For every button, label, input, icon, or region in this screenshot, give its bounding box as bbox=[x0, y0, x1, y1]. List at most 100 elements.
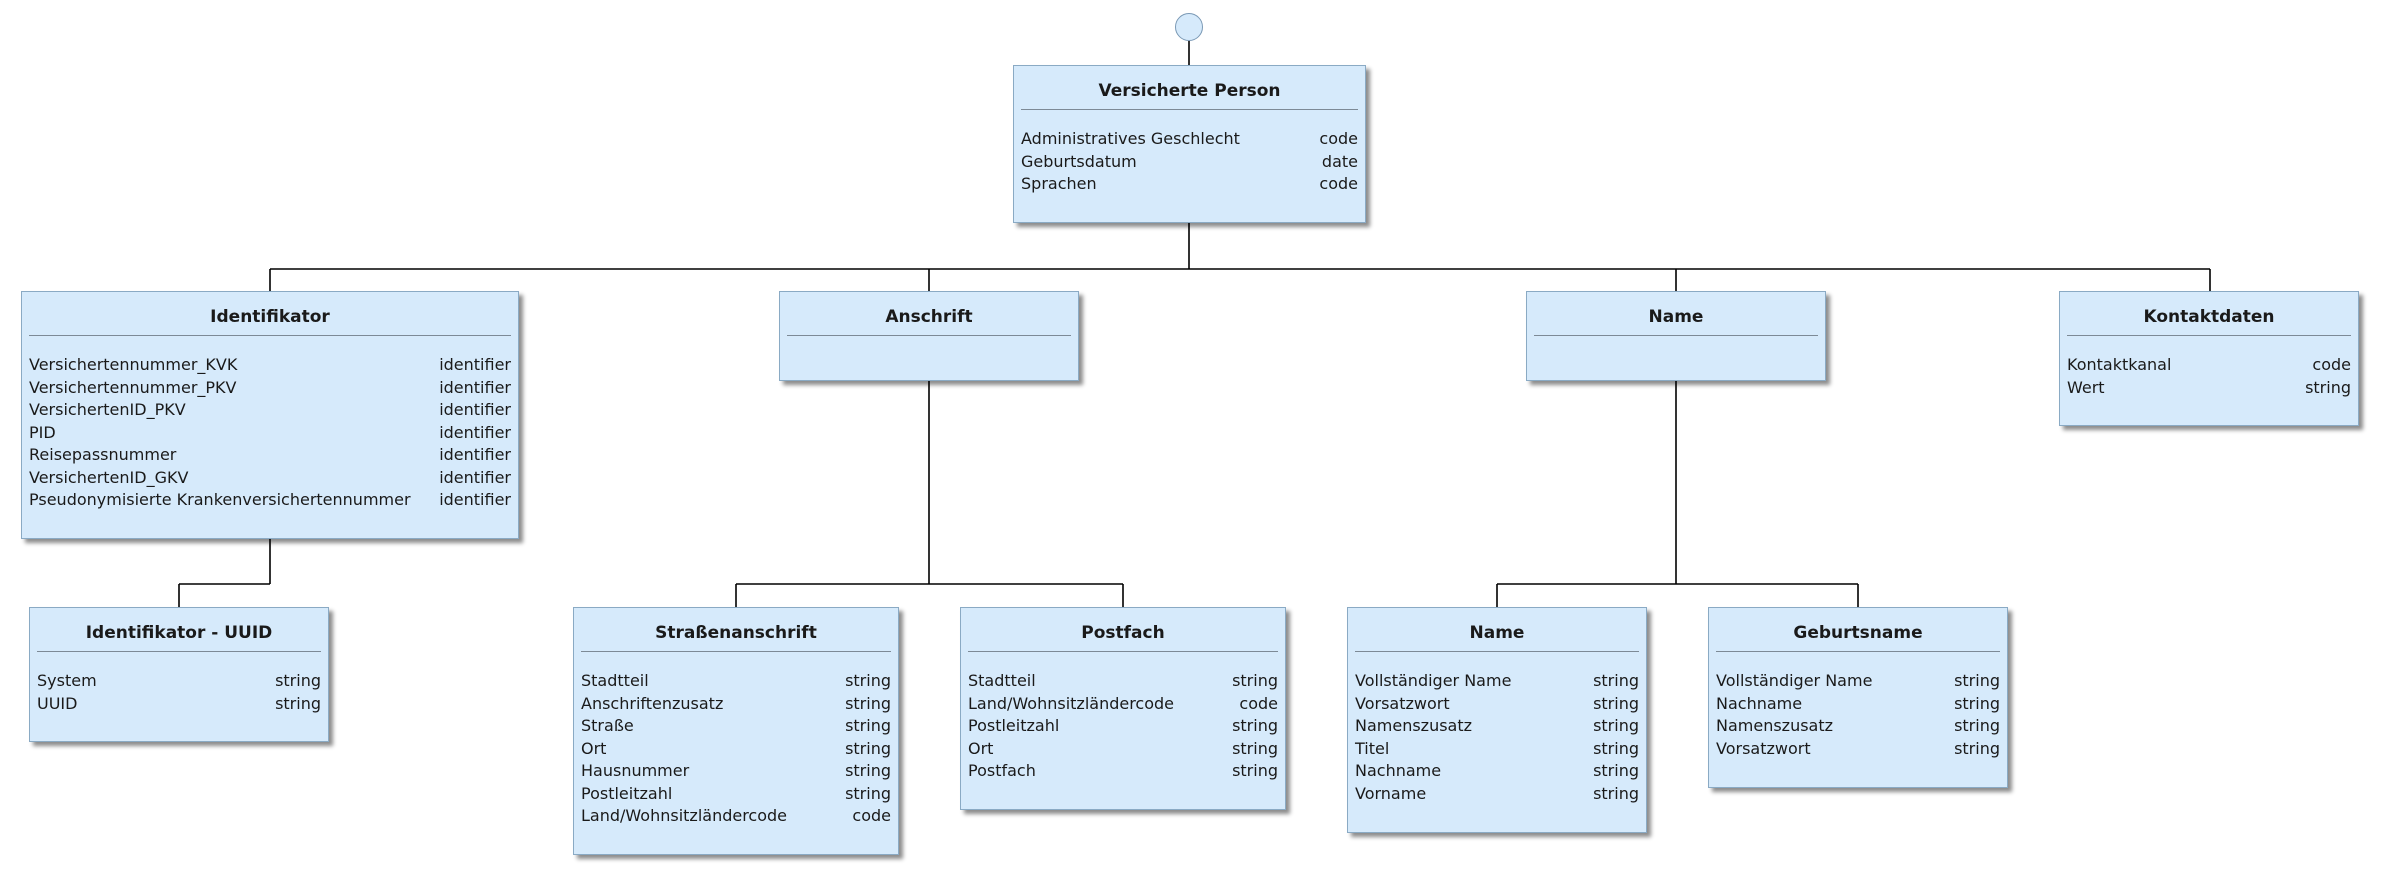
node-title: Anschrift bbox=[885, 307, 973, 327]
attribute-row: Kontaktkanal code bbox=[2067, 354, 2351, 377]
attribute-type: identifier bbox=[439, 422, 511, 442]
attribute-type: string bbox=[275, 693, 321, 713]
node-divider bbox=[29, 335, 511, 336]
node-divider bbox=[1534, 335, 1818, 336]
attribute-type: string bbox=[275, 671, 321, 690]
attribute-row: PID identifier bbox=[29, 422, 511, 445]
attribute-row: Pseudonymisierte Krankenversichertennumm… bbox=[29, 489, 511, 512]
attribute-name: Stadtteil bbox=[581, 671, 649, 690]
node-divider bbox=[1021, 109, 1358, 110]
attribute-name: PID bbox=[29, 422, 56, 442]
attribute-row: Versichertennummer_PKV identifier bbox=[29, 377, 511, 400]
attribute-name: Geburtsdatum bbox=[1021, 151, 1137, 171]
attribute-row: Vollständiger Name string bbox=[1716, 670, 2000, 693]
node-divider bbox=[1716, 651, 2000, 652]
attribute-name: Ort bbox=[581, 738, 607, 758]
attribute-type: identifier bbox=[439, 400, 511, 419]
node-divider bbox=[37, 651, 321, 652]
attribute-name: Administratives Geschlecht bbox=[1021, 129, 1240, 148]
attribute-type: string bbox=[1593, 783, 1639, 803]
attribute-type: string bbox=[1954, 671, 2000, 690]
attribute-row: Postleitzahl string bbox=[968, 715, 1278, 738]
attribute-name: Land/Wohnsitzländercode bbox=[581, 806, 788, 825]
attribute-name: Postleitzahl bbox=[968, 716, 1060, 735]
node-name: Name bbox=[1526, 291, 1826, 381]
attribute-name: Namenszusatz bbox=[1716, 716, 1834, 735]
attribute-type: string bbox=[1232, 716, 1278, 735]
attribute-row: Geburtsdatum date bbox=[1021, 151, 1358, 174]
node-title: Name bbox=[1648, 307, 1704, 327]
node-versicherte-person: Versicherte Person Administratives Gesch… bbox=[1013, 65, 1366, 223]
attribute-name: Postfach bbox=[968, 761, 1036, 780]
node-title: Versicherte Person bbox=[1098, 81, 1281, 101]
attribute-type: identifier bbox=[439, 355, 511, 374]
attribute-type: string bbox=[1593, 761, 1639, 780]
attribute-row: Postfach string bbox=[968, 760, 1278, 783]
attribute-name: Vorname bbox=[1355, 783, 1427, 803]
attribute-row: UUID string bbox=[37, 693, 321, 716]
node-title: Straßenanschrift bbox=[655, 623, 817, 643]
attribute-type: string bbox=[845, 671, 891, 690]
attribute-type: string bbox=[1593, 738, 1639, 758]
attribute-name: Sprachen bbox=[1021, 174, 1097, 193]
attribute-type: string bbox=[1954, 716, 2000, 735]
attribute-name: UUID bbox=[37, 693, 78, 713]
attribute-name: Land/Wohnsitzländercode bbox=[968, 693, 1175, 713]
attribute-name: Reisepassnummer bbox=[29, 445, 177, 464]
attribute-name: Namenszusatz bbox=[1355, 716, 1473, 735]
attribute-name: Nachname bbox=[1716, 693, 1803, 713]
node-title: Identifikator - UUID bbox=[85, 623, 273, 643]
attribute-name: Vollständiger Name bbox=[1355, 671, 1512, 690]
attribute-row: Vorname string bbox=[1355, 783, 1639, 806]
attribute-type: string bbox=[1593, 693, 1639, 713]
attribute-type: string bbox=[1593, 671, 1639, 690]
attribute-type: date bbox=[1321, 151, 1358, 171]
node-divider bbox=[787, 335, 1071, 336]
attribute-name: Anschriftenzusatz bbox=[581, 693, 724, 713]
attribute-row: Namenszusatz string bbox=[1716, 715, 2000, 738]
attribute-type: code bbox=[2312, 355, 2351, 374]
attribute-type: string bbox=[845, 716, 891, 735]
node-divider bbox=[968, 651, 1278, 652]
attribute-type: identifier bbox=[439, 490, 511, 509]
attribute-name: Ort bbox=[968, 738, 994, 758]
attribute-name: Versichertennummer_PKV bbox=[29, 377, 237, 397]
attribute-type: string bbox=[1232, 761, 1278, 780]
attribute-type: identifier bbox=[439, 377, 511, 397]
node-anschrift: Anschrift bbox=[779, 291, 1079, 381]
attribute-type: code bbox=[852, 806, 891, 825]
attribute-name: Kontaktkanal bbox=[2067, 355, 2172, 374]
node-divider bbox=[2067, 335, 2351, 336]
attribute-row: Stadtteil string bbox=[581, 670, 891, 693]
attribute-type: string bbox=[845, 761, 891, 780]
attribute-name: Wert bbox=[2067, 377, 2105, 397]
attribute-name: Vorsatzwort bbox=[1716, 738, 1811, 758]
attribute-row: Vollständiger Name string bbox=[1355, 670, 1639, 693]
node-title: Identifikator bbox=[210, 307, 330, 327]
attribute-name: Hausnummer bbox=[581, 761, 690, 780]
attribute-name: Vollständiger Name bbox=[1716, 671, 1873, 690]
attribute-name: Vorsatzwort bbox=[1355, 693, 1450, 713]
